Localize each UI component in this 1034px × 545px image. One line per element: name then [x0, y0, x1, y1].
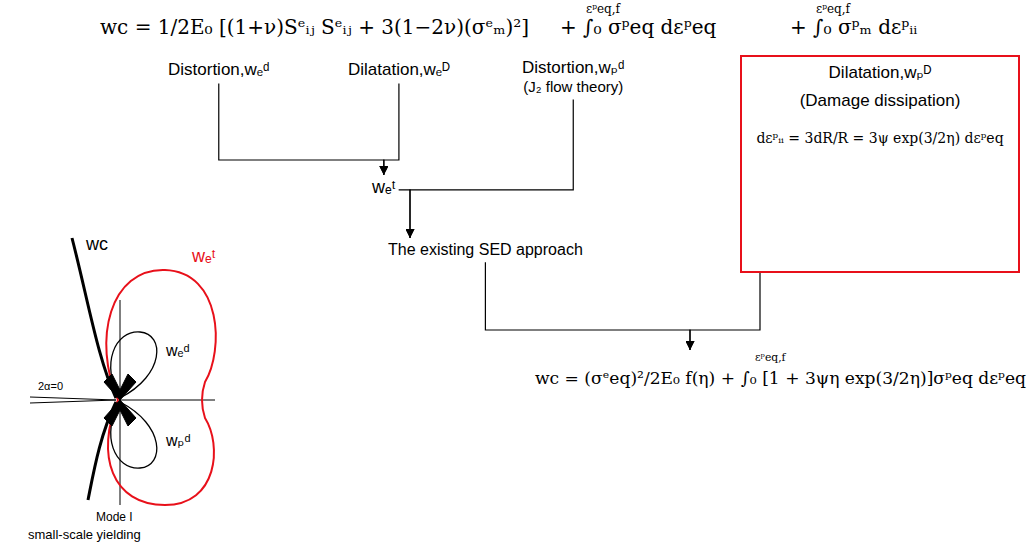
- node-text: Dilatation,wₑᴰ: [348, 60, 450, 80]
- contour-label: wₑᵈ: [166, 342, 190, 360]
- crack-face: [30, 400, 116, 403]
- flow-arrow: [384, 83, 399, 175]
- node-subtext: (J₂ flow theory): [522, 78, 625, 96]
- node-text: Dilatation,wₚᴰ: [750, 63, 1010, 83]
- caption-label: small-scale yielding: [28, 528, 141, 543]
- flow-arrow: [410, 99, 573, 238]
- mode-label: Mode I: [96, 511, 133, 525]
- result-equation: wc = (σᵉeq)²/2E₀ f(η) + εᵖeq,f ∫₀ [1 + 3ψη…: [535, 352, 1026, 389]
- contour-label: wₑᵗ: [192, 246, 216, 267]
- equation-term: wc = 1/2E₀ [(1+ν)Sᵉᵢⱼ Sᵉᵢⱼ + 3(1−2ν)(σᵉₘ…: [100, 16, 529, 39]
- equation-term: + ∫₀ σᵖeq dεᵖeq: [560, 16, 716, 39]
- flow-label: Dilatation,wₑᴰ: [348, 60, 450, 80]
- flow-label: The existing SED approach: [388, 240, 583, 259]
- node-subtext: ∫₀ [1 + 3ψη exp(3/2η)]σᵖeq dεᵖeq: [741, 368, 1026, 389]
- node-text: Distortion,wₚᵈ: [522, 58, 625, 78]
- integral-limit: εᵖeq,f: [586, 3, 620, 17]
- contour-label: wₚᵈ: [166, 432, 190, 450]
- integral-limit: εᵖeq,f: [816, 3, 850, 17]
- node-text: The existing SED approach: [388, 240, 583, 259]
- angle-label: 2α=0: [38, 380, 63, 393]
- node-subtext: (Damage dissipation): [750, 91, 1010, 111]
- node-text: wₑᵗ: [372, 177, 396, 199]
- crack-face: [30, 397, 116, 400]
- node-text: Distortion,wₑᵈ: [168, 60, 270, 80]
- node-subtext: dεᵖᵢᵢ = 3dR/R = 3ψ exp(3/2η) dεᵖeq: [750, 130, 1010, 147]
- contour-label: wc: [86, 234, 108, 255]
- flow-arrow: [485, 262, 690, 350]
- flow-label: wₑᵗ: [372, 177, 396, 199]
- flow-arrow: [219, 83, 384, 175]
- flow-label: Distortion,wₑᵈ: [168, 60, 270, 80]
- node-text: wc = (σᵉeq)²/2E₀ f(η) +: [535, 368, 735, 389]
- node-subtext: εᵖeq,f: [755, 352, 786, 365]
- axis-line: [120, 400, 215, 401]
- critical-contour: [88, 402, 116, 500]
- flow-arrow: [690, 273, 760, 350]
- flow-label: Distortion,wₚᵈ(J₂ flow theory): [522, 58, 625, 96]
- critical-contour: [72, 238, 116, 398]
- equation-term: + ∫₀ σᵖₘ dεᵖᵢᵢ: [790, 16, 917, 39]
- flow-arrow: [399, 190, 410, 238]
- highlight-box: Dilatation,wₚᴰ (Damage dissipation) dεᵖᵢᵢ …: [740, 55, 1020, 273]
